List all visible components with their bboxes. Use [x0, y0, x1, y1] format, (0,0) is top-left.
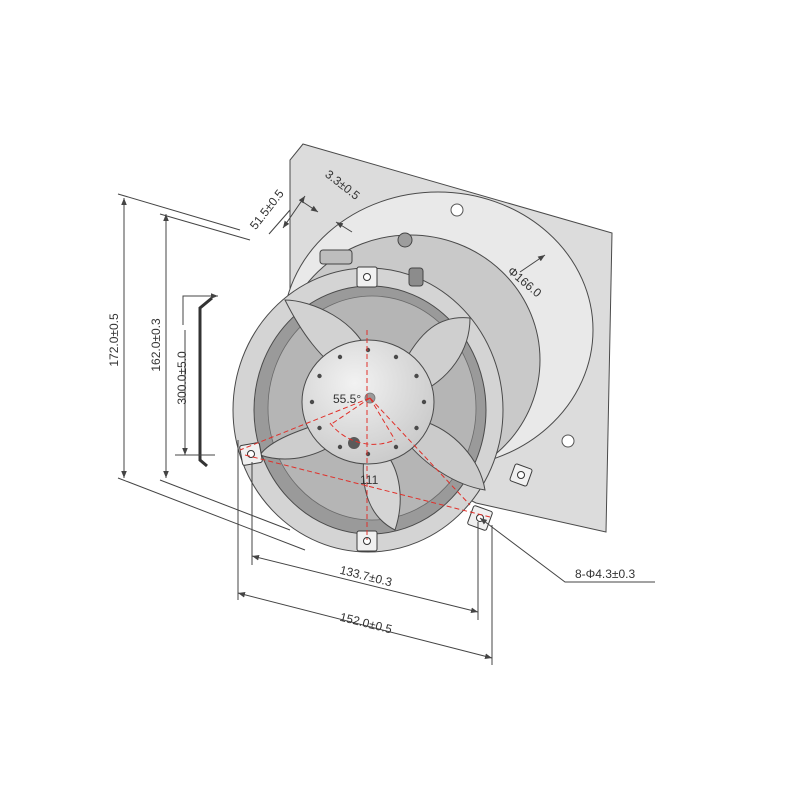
mount-hole-icon: [517, 471, 525, 479]
dim-line-152: [237, 592, 493, 659]
hub-rivet-icon: [414, 373, 419, 379]
dim-line-3-3: [299, 199, 319, 213]
hub-rivet-icon: [337, 354, 343, 360]
dim-hole-spacing: 133.7±0.3: [338, 563, 393, 590]
fan-blade: [362, 449, 401, 531]
dim-mount-holes: 8-Φ4.3±0.3: [575, 567, 636, 581]
mount-hole-icon: [363, 537, 371, 545]
mount-hole-icon: [363, 273, 371, 281]
angle-count-label: 111: [360, 473, 379, 487]
plate-hole-icon: [561, 434, 575, 448]
lead-wire: [198, 296, 213, 468]
dim-overall-width: 152.0±0.5: [338, 610, 393, 637]
hub-rivet-icon: [337, 444, 343, 450]
terminal-connector: [319, 249, 353, 265]
dim-height-inner: 162.0±0.3: [149, 318, 163, 372]
dim-line-166: [519, 254, 546, 273]
fan-blade: [404, 419, 486, 491]
hub-rivet-icon: [317, 373, 322, 379]
hub-rivet-icon: [393, 354, 399, 360]
hub-rivet-icon: [414, 425, 419, 431]
mount-hole-leader: [479, 517, 655, 583]
angle-label: 55.5°: [333, 392, 361, 406]
hub-rivet-icon: [393, 444, 399, 450]
hub-rivet-icon: [365, 451, 371, 457]
terminal-stud-icon: [397, 232, 413, 248]
terminal-post: [408, 267, 424, 287]
lead-wire-callout: [182, 293, 218, 325]
dim-lead-length: 300.0±5.0: [175, 351, 189, 405]
hub-rivet-icon: [421, 399, 427, 405]
dim-line-133-7: [251, 554, 479, 614]
centerlines: [239, 330, 491, 540]
mount-hole-icon: [247, 450, 255, 458]
hub-rivet-icon: [317, 425, 322, 431]
plate-hole-icon: [450, 203, 464, 217]
hub-rivet-icon: [309, 399, 315, 405]
hub-rivet-icon: [365, 347, 371, 353]
dim-depth-flange: 51.5±0.5: [247, 187, 287, 233]
dim-height-outer: 172.0±0.5: [107, 313, 121, 367]
